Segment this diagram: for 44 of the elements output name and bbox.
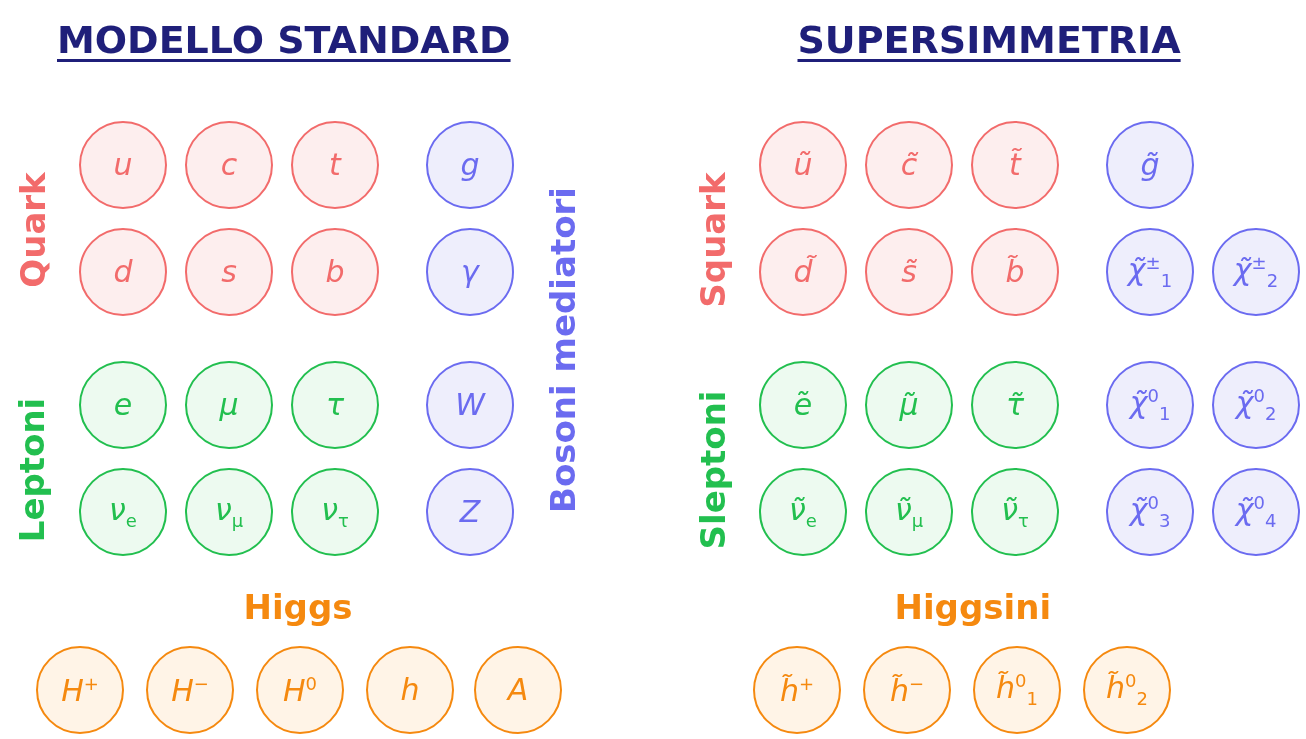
particle-symbol: h̃$^{−}$	[889, 674, 925, 706]
particle-symbol: b	[325, 257, 345, 287]
particle-symbol: t	[329, 150, 341, 180]
group-label: Bosoni mediatori	[543, 187, 583, 513]
particle-symbol: μ	[219, 390, 239, 420]
group-label: Quark	[12, 172, 53, 288]
group-label: Higgs	[243, 587, 353, 627]
particle-symbol: H$^{−}$	[171, 674, 209, 706]
particle-symbol: d	[113, 257, 133, 287]
particle-symbol: ν̃$_{μ}$	[894, 494, 924, 530]
particle-symbol: h	[400, 675, 420, 705]
particle-symbol: W	[455, 390, 485, 420]
particle-symbol: H$^{0}$	[283, 674, 317, 706]
particle-symbol: H$^{+}$	[61, 674, 99, 706]
particle-symbol: μ̃	[899, 390, 919, 420]
particle-symbol: A	[507, 675, 529, 705]
particle-symbol: ν̃$_{τ}$	[1001, 494, 1029, 530]
particle-symbol: b̃	[1005, 257, 1025, 287]
particle-symbol: c	[220, 150, 238, 180]
particle-symbol: ν̃$_{e}$	[789, 494, 817, 530]
particle-symbol: s̃	[901, 257, 917, 287]
particle-symbol: ν$_{e}$	[109, 494, 137, 530]
particle-symbol: g̃	[1140, 150, 1160, 180]
particle-symbol: t̃	[1009, 150, 1021, 180]
particle-symbol: Z	[459, 497, 481, 527]
particle-symbol: e	[113, 390, 133, 420]
particle-symbol: ν$_{μ}$	[214, 494, 244, 530]
particle-symbol: τ	[325, 390, 345, 420]
group-label: Leptoni	[11, 397, 52, 543]
particle-symbol: u	[113, 150, 133, 180]
section-heading: MODELLO STANDARD	[57, 18, 511, 62]
particle-symbol: ũ	[793, 150, 813, 180]
particle-symbol: ẽ	[793, 390, 813, 420]
particle-symbol: τ̃	[1005, 390, 1025, 420]
particle-symbol: c̃	[900, 150, 918, 180]
particle-symbol: h̃$^{+}$	[779, 674, 815, 706]
particle-symbol: s	[221, 257, 237, 287]
particle-symbol: γ	[461, 257, 479, 287]
particle-symbol: g	[460, 150, 480, 180]
group-label: Higgsini	[894, 587, 1052, 627]
particle-symbol: ν$_{τ}$	[321, 494, 349, 530]
group-label: Sleptoni	[692, 390, 732, 550]
group-label: Squark	[692, 172, 733, 308]
section-heading: SUPERSIMMETRIA	[797, 18, 1181, 62]
